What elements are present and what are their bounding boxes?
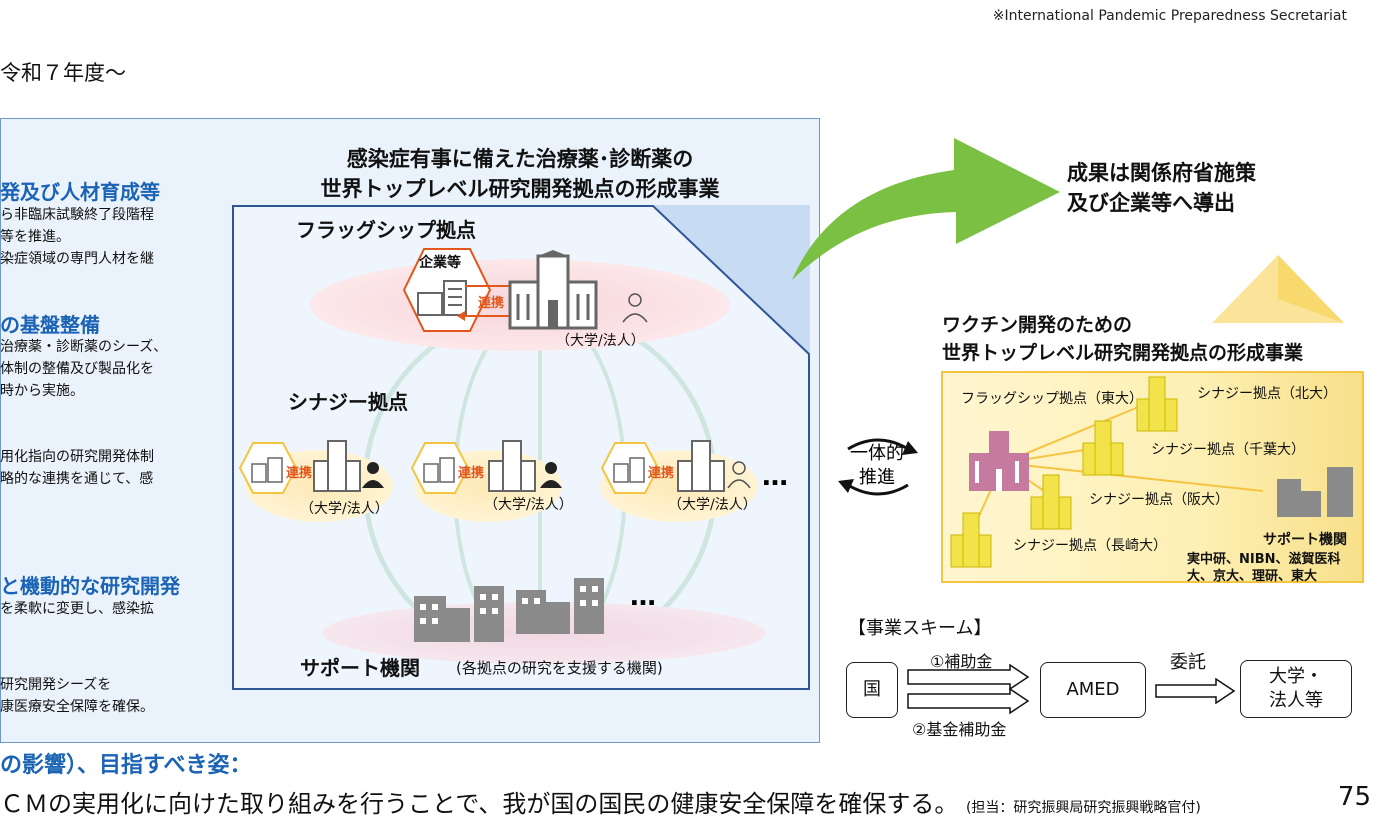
left-text: ら非臨床試験終了段階程 [0,207,154,223]
inner-box-diagonal [651,205,810,356]
results-line1: 成果は関係府省施策 [1067,161,1256,185]
synergy-building-icon [950,512,992,568]
support-buildings-icon [1277,467,1353,517]
flagship-building-icon [969,431,1029,491]
vaccine-flagship-label: フラッグシップ拠点（東大） [961,391,1143,407]
vaccine-synergy-osaka: シナジー拠点（阪大） [1089,492,1229,508]
researcher-icon [362,462,384,488]
synergy-building-icon [1136,376,1178,432]
ittai-line1: 一体的 [850,443,904,464]
cycle-arrows-icon [838,438,918,496]
left-text: 治療薬・診断薬のシーズ、 [0,339,168,355]
left-text: 体制の整備及び製品化を [0,361,154,377]
synergy-univ-label: （大学/法人） [668,497,757,513]
synergy-label: シナジー拠点 [288,390,408,414]
subsidy1-label: ①補助金 [930,652,993,671]
renkei-label: 連携 [286,466,313,481]
renkei-label: 連携 [478,296,505,311]
university-box: 大学・ 法人等 [1240,660,1352,718]
fiscal-year-label: 令和７年度～ [0,61,126,85]
university-icon [313,440,361,492]
header-note: ※International Pandemic Preparedness Sec… [992,8,1347,24]
synergy-building-icon [1082,420,1124,476]
support-desc: (各拠点の研究を支援する機関) [456,659,663,677]
company-hexagon [402,248,492,332]
vaccine-program-title: ワクチン開発のための 世界トップレベル研究開発拠点の形成事業 [942,311,1303,367]
results-text: 成果は関係府省施策 及び企業等へ導出 [1067,158,1256,218]
synergy-univ-label: （大学/法人） [300,501,389,517]
left-heading-1: 発及び人材育成等 [0,180,160,204]
vaccine-support-line2: 大、京大、理研、東大 [1187,569,1318,584]
left-text: 染症領域の専門人材を継 [0,251,154,267]
support-ellipsis: … [630,582,656,612]
green-arrow-icon [792,138,1060,280]
synergy-building-icon [1030,474,1072,530]
vaccine-program-panel: フラッグシップ拠点（東大） シナジー拠点（北大） シナジー拠点（千葉大） シナジ… [941,371,1364,584]
main-program-title: 感染症有事に備えた治療薬･診断薬の 世界トップレベル研究開発拠点の形成事業 [270,144,770,204]
ittai-line2: 推進 [859,467,895,488]
itaku-label: 委託 [1170,652,1206,673]
university-icon [677,440,725,492]
left-text: 時から実施。 [0,383,84,399]
synergy-univ-label: （大学/法人） [484,497,573,513]
main-title-line2: 世界トップレベル研究開発拠点の形成事業 [320,177,720,201]
renkei-label: 連携 [648,466,675,481]
university-icon [508,250,598,330]
company-hexagon-icon [410,442,470,494]
left-heading-2: の基盤整備 [0,313,100,337]
renkei-label: 連携 [458,466,485,481]
itaku-arrow-icon [1155,678,1236,704]
support-buildings-icon [414,578,604,642]
vaccine-support-line1: 実中研、NIBN、滋賀医科 [1187,552,1341,567]
left-text: 略的な連携を通じて、感 [0,471,154,487]
bottom-heading: の影響）、目指すべき姿： [0,753,252,778]
flagship-univ-label: （大学/法人） [556,333,645,349]
university-icon [488,440,536,492]
synergy-ellipsis: … [762,462,788,492]
left-text: 等を推進。 [0,229,70,245]
kuni-box: 国 [846,662,898,718]
vaccine-title-line1: ワクチン開発のための [942,314,1133,336]
support-label: サポート機関 [300,656,420,680]
results-line2: 及び企業等へ導出 [1067,191,1235,215]
gold-triangle-icon [1212,255,1344,323]
left-text: を柔軟に変更し、感染拡 [0,601,154,617]
main-title-line1: 感染症有事に備えた治療薬･診断薬の [346,147,694,171]
researcher-icon [540,462,562,488]
double-arrow-icon [907,664,1030,715]
vaccine-synergy-nagasaki: シナジー拠点（長崎大） [1013,538,1167,554]
researcher-icon [622,293,648,323]
vaccine-support-title: サポート機関 [1263,532,1347,548]
flagship-label: フラッグシップ拠点 [296,218,476,242]
left-heading-4: と機動的な研究開発 [0,574,180,598]
company-hexagon-icon [600,442,660,494]
owner-note: (担当：研究振興局研究振興戦略官付) [965,800,1201,816]
bottom-text: ＣＭの実用化に向けた取り組みを行うことで、我が国の国民の健康安全保障を確保する。 [0,790,959,818]
vaccine-synergy-hokudai: シナジー拠点（北大） [1197,386,1337,402]
page-number: 75 [1337,782,1371,812]
researcher-icon [727,461,751,489]
company-label: 企業等 [419,255,461,271]
vaccine-title-line2: 世界トップレベル研究開発拠点の形成事業 [942,342,1304,364]
univ-box-line1: 大学・ [1269,666,1323,687]
left-text: 用化指向の研究開発体制 [0,449,154,465]
scheme-title: 【事業スキーム】 [848,618,992,639]
univ-box-line2: 法人等 [1269,690,1323,711]
company-hexagon-icon [238,442,298,494]
ittai-label: 一体的 推進 [844,442,910,490]
bottom-statement: ＣＭの実用化に向けた取り組みを行うことで、我が国の国民の健康安全保障を確保する。… [0,784,1201,819]
left-text: 研究開発シーズを [0,677,112,693]
vaccine-synergy-chiba: シナジー拠点（千葉大） [1151,442,1305,458]
amed-box: AMED [1040,662,1146,718]
left-text: 康医療安全保障を確保。 [0,699,154,715]
subsidy2-label: ②基金補助金 [912,720,1007,739]
